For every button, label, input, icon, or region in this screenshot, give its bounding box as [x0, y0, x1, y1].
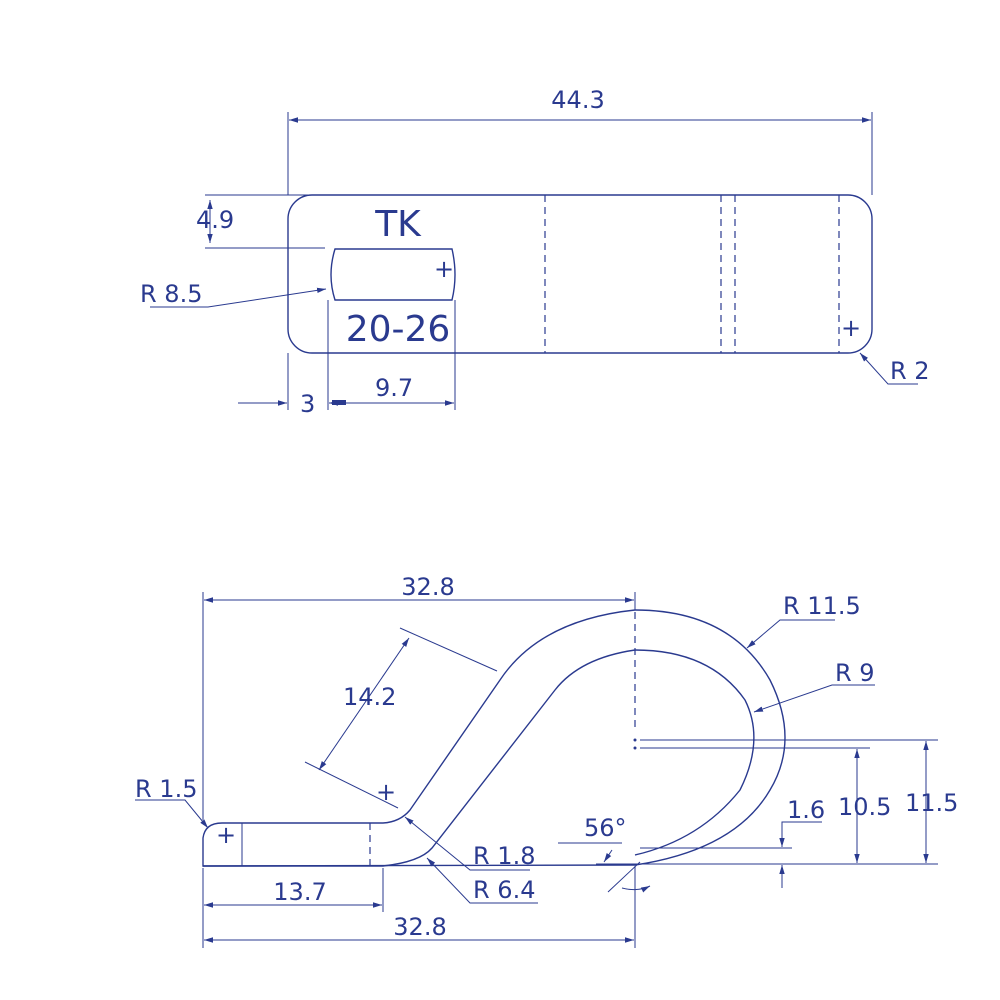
dim-tip-radius [135, 799, 209, 829]
dim-outer-radius [746, 619, 835, 649]
dim-tip-radius-label: R 1.5 [135, 775, 197, 803]
svg-text:+: + [841, 314, 861, 342]
slot-outline [330, 248, 456, 301]
dim-outer-radius-label: R 11.5 [783, 592, 861, 620]
engraving-bottom: 20-26 [346, 309, 451, 350]
dim-corner-radius [859, 352, 918, 385]
dim-incline-length [318, 637, 410, 771]
dim-thickness [779, 821, 822, 847]
dim-overall-top-label: 32.8 [401, 573, 454, 601]
plate-outline [287, 194, 873, 354]
dim-bend-small-label: R 1.8 [473, 842, 535, 870]
dim-overall-length-label: 44.3 [551, 86, 604, 114]
svg-text:+: + [216, 821, 236, 849]
dim-height-outer-label: 11.5 [905, 789, 958, 817]
engraving-top: TK [374, 204, 422, 245]
dim-slot-offset-label: 4.9 [196, 206, 234, 234]
dim-height-inner-label: 10.5 [838, 793, 891, 821]
dim-bend-large [426, 857, 538, 904]
dim-flat-length-label: 13.7 [273, 878, 326, 906]
profile-outer [202, 609, 786, 867]
dim-thickness-label: 1.6 [787, 796, 825, 824]
svg-text:+: + [434, 255, 454, 283]
dim-bend-large-label: R 6.4 [473, 876, 535, 904]
dim-bend-small [404, 816, 530, 871]
side-view: + + 32.8 14.2 R 1.5 R 11.5 R 9 R 1.8 R 6 [135, 573, 958, 948]
dim-angle-label: 56° [584, 814, 627, 842]
profile-inner [203, 649, 755, 867]
dim-incline-length-label: 14.2 [343, 683, 396, 711]
dim-overall-bottom-label: 32.8 [393, 913, 446, 941]
dim-slot-width-label: 9.7 [375, 374, 413, 402]
dim-edge-offset-label: 3 [300, 390, 315, 418]
dim-slot-radius-label: R 8.5 [140, 280, 202, 308]
dim-inner-radius [753, 684, 875, 713]
top-view: + + TK 20-26 44.3 4.9 R 8.5 R 2 3 9.7 [140, 86, 930, 418]
dim-corner-radius-label: R 2 [890, 357, 930, 385]
dim-inner-radius-label: R 9 [835, 659, 875, 687]
dim-slot-radius [150, 287, 327, 308]
svg-text:+: + [376, 778, 396, 806]
